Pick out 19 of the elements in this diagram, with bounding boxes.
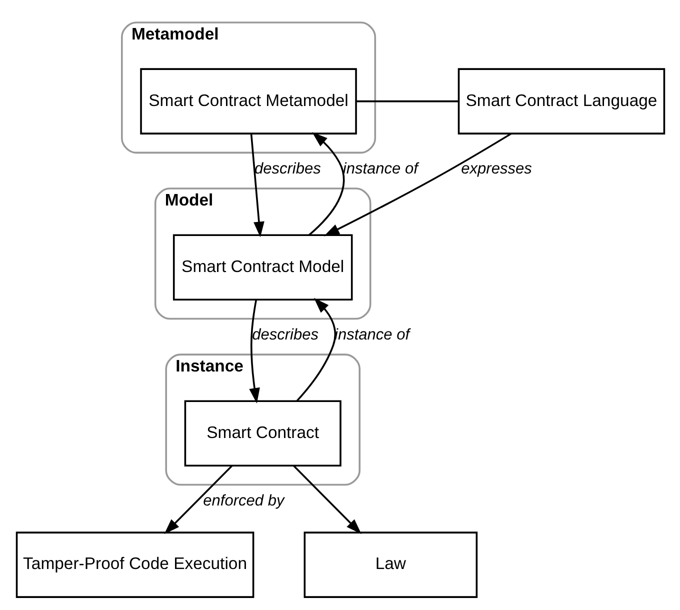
edge-label: enforced by [202,492,284,510]
node-box: Law [303,532,478,598]
arrow [323,132,512,236]
arrow [164,465,232,534]
node-box: Smart Contract Language [457,68,665,134]
edge-label: instance of [342,160,418,178]
arrow [250,134,264,238]
node-box: Smart Contract Model [172,234,352,301]
arrow [248,300,260,404]
arrow [308,132,344,236]
node-box: Smart Contract Metamodel [140,68,356,134]
arrow [296,298,336,402]
node-box: Tamper-Proof Code Execution [15,532,254,598]
node-box: Smart Contract [184,400,341,467]
edge-label: describes [254,160,320,178]
arrow [292,465,361,534]
connector [356,100,458,102]
edge-label: describes [252,326,318,344]
edge-label: expresses [460,160,532,178]
